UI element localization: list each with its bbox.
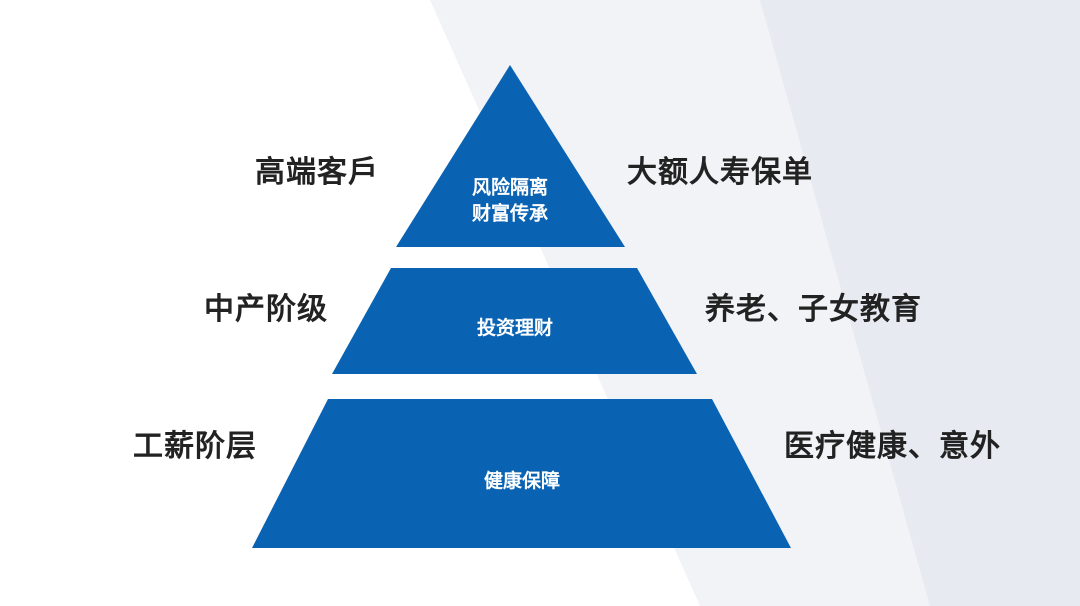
left-label-middle: 中产阶级 [204, 292, 328, 327]
pyramid-tier-middle [332, 268, 697, 374]
tier-bottom-text: 健康保障 [484, 469, 560, 495]
left-label-top: 高端客戶 [255, 155, 379, 190]
tier-top-line-1: 风险隔离 [471, 176, 549, 199]
right-label-top: 大额人寿保单 [627, 155, 813, 190]
tier-middle-line-1: 投资理财 [476, 317, 554, 340]
right-label-middle: 养老、子女教育 [705, 292, 922, 327]
pyramid-tier-top [396, 65, 625, 247]
tier-bottom-line-1: 健康保障 [483, 470, 561, 493]
left-label-bottom: 工薪阶层 [133, 429, 257, 464]
right-label-bottom: 医疗健康、意外 [784, 429, 1001, 464]
tier-top-text: 风险隔离 财富传承 [472, 175, 548, 226]
background-band-2 [760, 0, 1080, 606]
tier-top-line-2: 财富传承 [471, 202, 549, 224]
tier-middle-text: 投资理财 [477, 316, 553, 342]
pyramid-tier-bottom [252, 399, 791, 548]
